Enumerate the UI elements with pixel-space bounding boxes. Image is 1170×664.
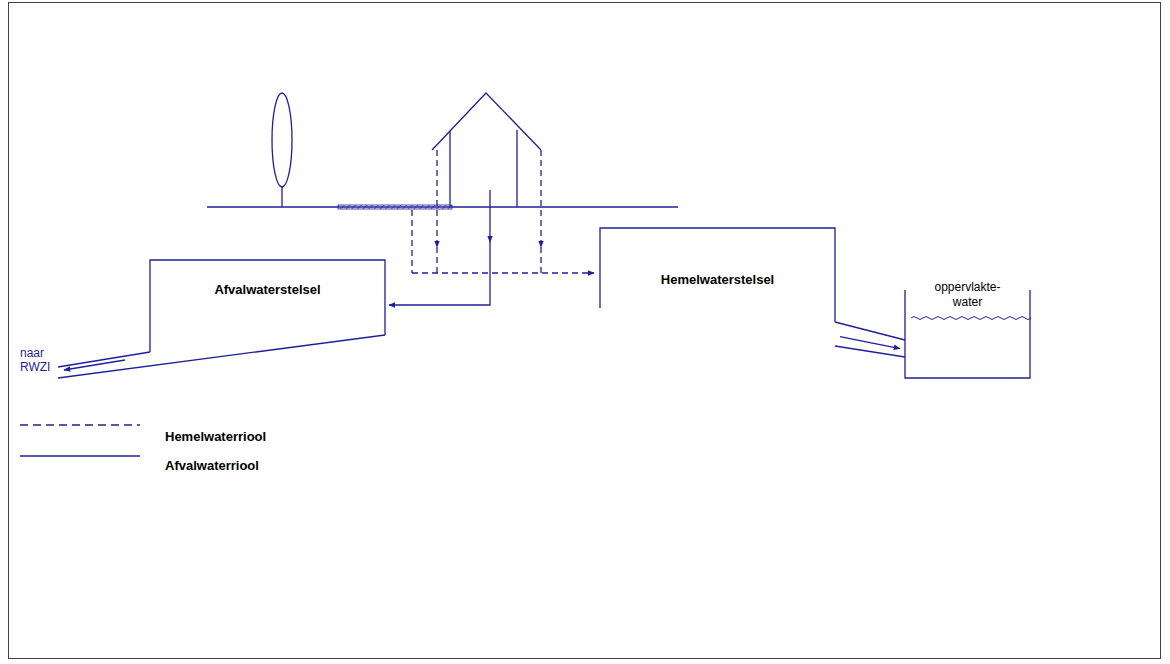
frame <box>9 3 1161 659</box>
destination-label: naar RWZI <box>20 347 58 375</box>
wastewater-pipe <box>489 190 490 242</box>
legend-text: Afvalwaterriool <box>165 458 259 473</box>
outlet-pipe <box>58 335 385 378</box>
wastewater-pipe <box>389 242 490 305</box>
box-outline <box>150 260 385 352</box>
system-box: Afvalwaterstelsel <box>150 260 385 352</box>
tree-trunk <box>281 187 282 207</box>
house-wall <box>449 131 450 207</box>
outlet-pipe <box>58 352 150 367</box>
flow-arrow <box>840 337 900 349</box>
box-outline <box>905 280 1030 378</box>
water-surface <box>911 317 1031 320</box>
node-label: oppervlakte- water <box>928 280 1008 310</box>
legend-dashed-sample <box>20 424 140 425</box>
system-box: oppervlakte- water <box>905 280 1030 378</box>
house-roof <box>432 93 541 150</box>
node-label: Afvalwaterstelsel <box>150 282 385 298</box>
legend-solid-sample <box>20 455 140 456</box>
house-wall <box>516 130 517 207</box>
pavement <box>338 205 452 209</box>
tree-crown <box>272 93 292 187</box>
rainwater-pipes <box>412 150 594 273</box>
legend-text: Hemelwaterriool <box>165 429 266 444</box>
node-label: Hemelwaterstelsel <box>600 272 835 288</box>
system-box: Hemelwaterstelsel <box>600 228 835 346</box>
flow-arrow <box>64 360 125 370</box>
